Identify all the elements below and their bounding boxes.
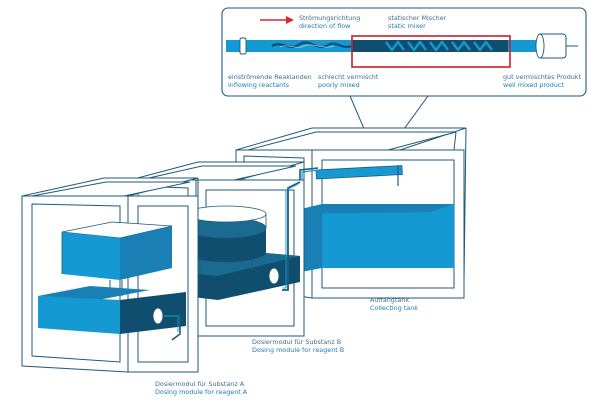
well-mixed-label: gut vermischtes Produkt well mixed produ…	[503, 73, 581, 89]
static-mixer-label: statischer Mischer static mixer	[388, 14, 446, 30]
flow-direction-label: Strömungsrichtung direction of flow	[299, 14, 360, 30]
collecting-tank-pipe	[299, 165, 403, 186]
static-mixer-de: statischer Mischer	[388, 14, 447, 22]
collecting-tank-liquid	[280, 204, 454, 276]
dosing-a-de: Dosiermodul für Substanz A	[155, 380, 245, 388]
dosing-b-en: Dosing module for reagent B	[252, 346, 345, 354]
poorly-mixed-de: schlecht vermischt	[318, 73, 379, 81]
collecting-tank-de: Auffangtank	[370, 296, 410, 304]
dosing-b-label: Dosiermodul für Substanz B Dosing module…	[252, 338, 344, 354]
dosing-b-de: Dosiermodul für Substanz B	[252, 338, 342, 346]
static-mixer-highlight	[351, 35, 511, 68]
dosing-a-en: Dosing module for reagent A	[155, 388, 248, 396]
flow-direction-en: direction of flow	[299, 22, 351, 30]
flow-direction-de: Strömungsrichtung	[299, 14, 361, 22]
well-mixed-en: well mixed product	[503, 81, 564, 89]
flow-direction-arrow	[260, 16, 294, 24]
poorly-mixed-en: poorly mixed	[318, 81, 360, 89]
static-mixer-en: static mixer	[388, 22, 426, 30]
inflowing-de: einströmende Reaklanden	[228, 73, 312, 81]
collecting-tank-en: Collecting tank	[370, 304, 418, 312]
dosing-a-label: Dosiermodul für Substanz A Dosing module…	[155, 380, 247, 396]
poorly-mixed-label: schlecht vermischt poorly mixed	[318, 73, 378, 89]
well-mixed-de: gut vermischtes Produkt	[503, 73, 582, 81]
dosing-a-tanks	[38, 221, 186, 341]
collecting-tank-label: Auffangtank Collecting tank	[370, 296, 418, 312]
inflowing-label: einströmende Reaklanden inflowing reacta…	[228, 73, 312, 89]
inflowing-en: inflowing reactants	[228, 81, 290, 89]
static-mixer-elements	[385, 40, 493, 52]
